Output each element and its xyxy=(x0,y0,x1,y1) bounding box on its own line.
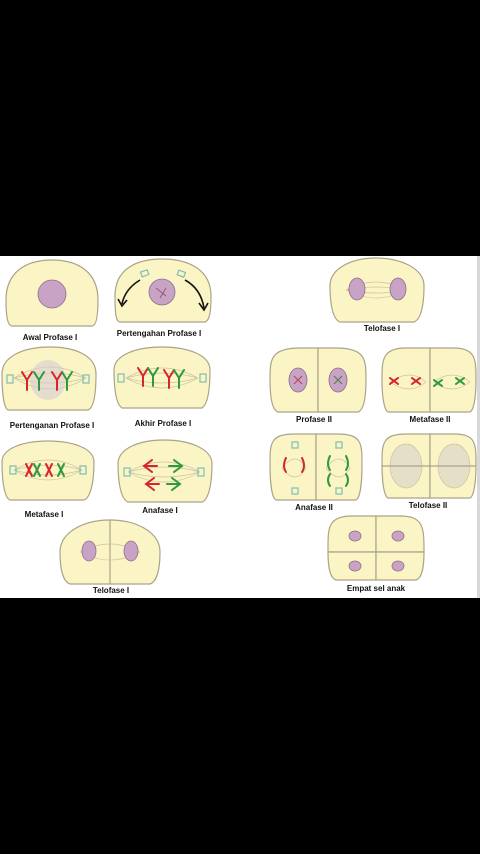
chromatin xyxy=(155,287,167,299)
label-empat-sel-anak: Empat sel anak xyxy=(346,584,406,593)
cell-pertenganan-profase-1 xyxy=(1,346,97,411)
cell-pertengahan-profase-1 xyxy=(114,258,212,323)
nucleus xyxy=(37,279,67,309)
cell-anafase-2 xyxy=(269,433,363,501)
label-pertengahan-profase-1: Pertengahan Profase I xyxy=(116,329,202,338)
cell-metafase-1 xyxy=(1,440,95,501)
label-pertenganan-profase-1: Pertenganan Profase I xyxy=(9,421,95,430)
arrow-left xyxy=(121,279,141,305)
label-metafase-2: Metafase II xyxy=(409,415,451,424)
cell-telofase-1-right xyxy=(329,257,425,323)
label-awal-profase-1: Awal Profase I xyxy=(22,333,78,342)
diagram-canvas: .cell { fill:#fbf4c4; stroke:#a9a48a; st… xyxy=(1,257,477,585)
label-telofase-1-left: Telofase I xyxy=(92,586,130,595)
meiosis-diagram: .cell { fill:#fbf4c4; stroke:#a9a48a; st… xyxy=(0,256,480,598)
cell-anafase-1 xyxy=(117,439,213,503)
label-profase-2: Profase II xyxy=(295,415,333,424)
cell-awal-profase-1 xyxy=(5,259,99,327)
centrosome xyxy=(139,268,150,278)
centrosome xyxy=(176,269,187,278)
label-anafase-2: Anafase II xyxy=(295,503,333,512)
label-akhir-profase-1: Akhir Profase I xyxy=(134,419,192,428)
label-metafase-1: Metafase I xyxy=(24,510,64,519)
image-edge xyxy=(477,256,480,598)
label-anafase-1: Anafase I xyxy=(142,506,178,515)
cell-profase-2 xyxy=(269,347,367,413)
cell-telofase-2 xyxy=(381,433,477,499)
cell-akhir-profase-1 xyxy=(113,346,211,409)
cell-empat-sel-anak xyxy=(327,515,425,581)
label-telofase-2: Telofase II xyxy=(408,501,448,510)
label-telofase-1-right: Telofase I xyxy=(363,324,401,333)
arrow-right xyxy=(184,279,205,309)
cell-telofase-1-left xyxy=(59,519,161,585)
cell-metafase-2 xyxy=(381,347,477,413)
